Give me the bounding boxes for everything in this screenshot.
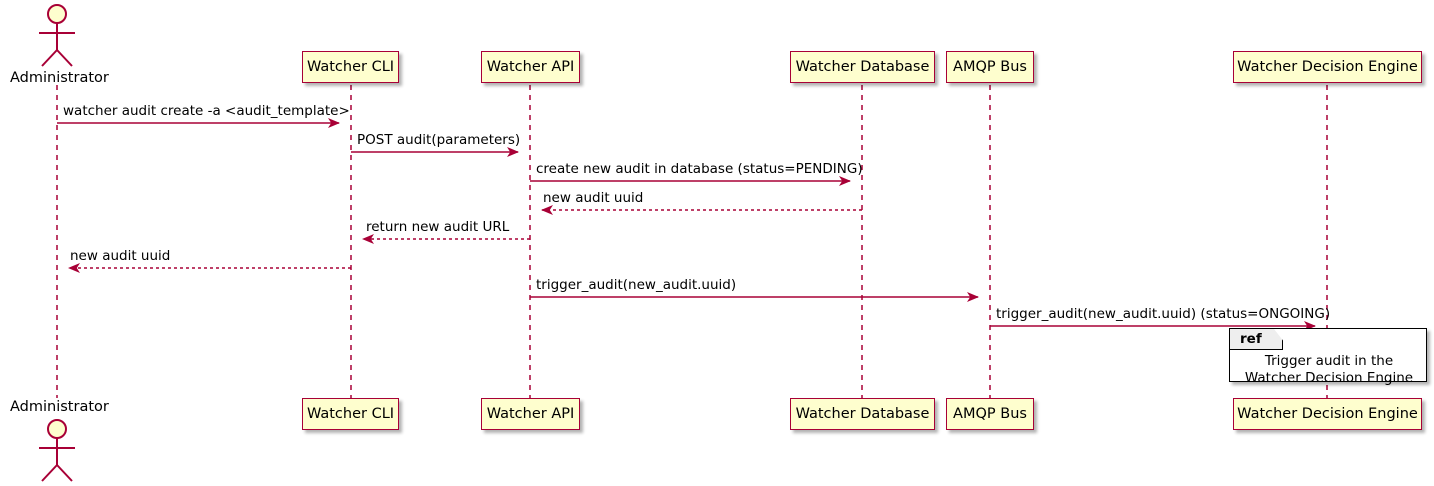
message-label-7: trigger_audit(new_audit.uuid) [536,277,737,293]
message-label-8: trigger_audit(new_audit.uuid) (status=ON… [996,306,1331,322]
ref-fragment-line-1: Trigger audit in the [1264,353,1394,369]
actor-administrator-top [39,4,75,67]
participant-label: Watcher Decision Engine [1237,405,1418,422]
participant-box-decision-engine-bottom[interactable]: Watcher Decision Engine [1233,398,1422,430]
ref-fragment[interactable]: ref Trigger audit in the Watcher Decisio… [1229,328,1427,386]
message-label-4: new audit uuid [543,190,644,206]
participant-label: Watcher API [486,405,575,422]
participant-label: Watcher CLI [306,405,395,422]
participant-box-watcher-cli-bottom[interactable]: Watcher CLI [302,398,399,430]
participant-label: Watcher Database [795,405,930,422]
participant-label: Watcher Database [795,58,930,75]
actor-label-administrator-top: Administrator [10,70,109,86]
participant-box-amqp-bus-top[interactable]: AMQP Bus [946,51,1034,83]
participant-box-watcher-api-bottom[interactable]: Watcher API [481,398,580,430]
participant-box-watcher-cli-top[interactable]: Watcher CLI [302,51,399,83]
ref-fragment-keyword: ref [1240,331,1262,347]
ref-fragment-line-2: Watcher Decision Engine [1244,370,1414,386]
participant-box-decision-engine-top[interactable]: Watcher Decision Engine [1233,51,1422,83]
participant-box-watcher-db-top[interactable]: Watcher Database [790,51,935,83]
participant-box-amqp-bus-bottom[interactable]: AMQP Bus [946,398,1034,430]
message-label-3: create new audit in database (status=PEN… [536,161,863,177]
participant-box-watcher-api-top[interactable]: Watcher API [481,51,580,83]
participant-label: Watcher CLI [306,58,395,75]
message-label-6: new audit uuid [70,248,171,264]
participant-label: AMQP Bus [953,405,1027,422]
message-label-5: return new audit URL [366,219,510,235]
message-label-2: POST audit(parameters) [357,132,521,148]
message-label-1: watcher audit create -a <audit_template> [63,103,350,119]
participant-box-watcher-db-bottom[interactable]: Watcher Database [790,398,935,430]
actor-administrator-bottom [39,419,75,482]
actor-label-administrator-bottom: Administrator [10,399,109,415]
participant-label: Watcher Decision Engine [1237,58,1418,75]
participant-label: Watcher API [486,58,575,75]
messages [57,118,1316,331]
participant-label: AMQP Bus [953,58,1027,75]
